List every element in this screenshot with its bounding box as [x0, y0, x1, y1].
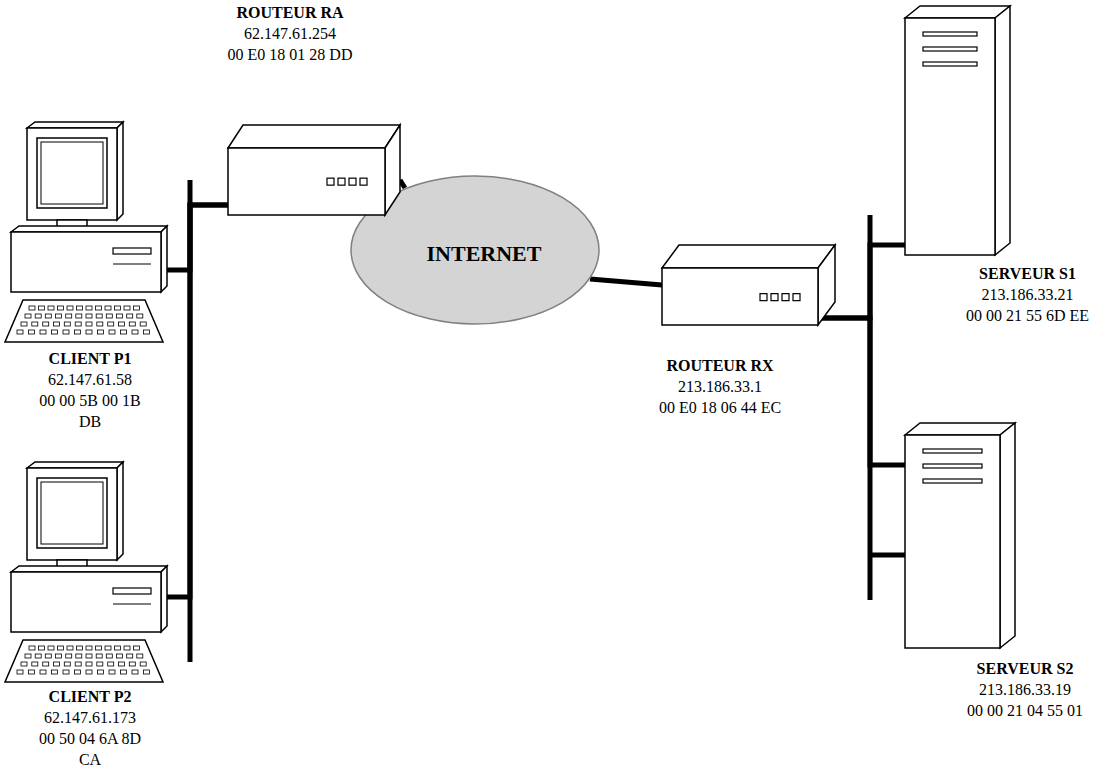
device-name: CLIENT P1 — [30, 348, 150, 369]
ip-address: 213.186.33.19 — [950, 679, 1100, 700]
server-node: SERVEUR S1213.186.33.2100 00 21 55 6D EE — [880, 0, 1105, 340]
device-name: ROUTEUR RA — [215, 2, 365, 23]
router-node: ROUTEUR RA62.147.61.25400 E0 18 01 28 DD — [195, 0, 410, 222]
mac-address: 00 00 21 55 6D EE — [955, 305, 1100, 326]
client-node: CLIENT P162.147.61.5800 00 5B 00 1B DB — [5, 120, 180, 436]
mac-address: 00 E0 18 01 28 DD — [215, 44, 365, 65]
label-group: ROUTEUR RX213.186.33.100 E0 18 06 44 EC — [645, 355, 795, 418]
network-link — [590, 279, 662, 285]
device-name: ROUTEUR RX — [645, 355, 795, 376]
device-name: SERVEUR S1 — [955, 263, 1100, 284]
network-link — [818, 318, 905, 465]
mac-address: 00 50 04 6A 8D CA — [30, 728, 150, 770]
bus-stub — [870, 553, 905, 558]
mac-address: 00 00 21 04 55 01 — [950, 700, 1100, 721]
label-group: SERVEUR S1213.186.33.2100 00 21 55 6D EE — [955, 263, 1100, 326]
ip-address: 62.147.61.58 — [30, 369, 150, 390]
label-group: SERVEUR S2213.186.33.1900 00 21 04 55 01 — [950, 658, 1100, 721]
label-group: CLIENT P262.147.61.17300 50 04 6A 8D CA — [30, 686, 150, 770]
device-name: SERVEUR S2 — [950, 658, 1100, 679]
ip-address: 62.147.61.173 — [30, 707, 150, 728]
network-link — [161, 205, 228, 597]
ip-address: 213.186.33.1 — [645, 376, 795, 397]
ip-address: 213.186.33.21 — [955, 284, 1100, 305]
mac-address: 00 E0 18 06 44 EC — [645, 397, 795, 418]
device-name: INTERNET — [427, 241, 542, 267]
network-link — [161, 205, 228, 270]
label-group: ROUTEUR RA62.147.61.25400 E0 18 01 28 DD — [215, 2, 365, 65]
ip-address: 62.147.61.254 — [215, 23, 365, 44]
mac-address: 00 00 5B 00 1B DB — [30, 390, 150, 432]
label-group: CLIENT P162.147.61.5800 00 5B 00 1B DB — [30, 348, 150, 432]
device-name: CLIENT P2 — [30, 686, 150, 707]
router-node: ROUTEUR RX213.186.33.100 E0 18 06 44 EC — [640, 240, 840, 422]
client-node: CLIENT P262.147.61.17300 50 04 6A 8D CA — [5, 460, 180, 774]
server-node: SERVEUR S2213.186.33.1900 00 21 04 55 01 — [880, 420, 1105, 730]
